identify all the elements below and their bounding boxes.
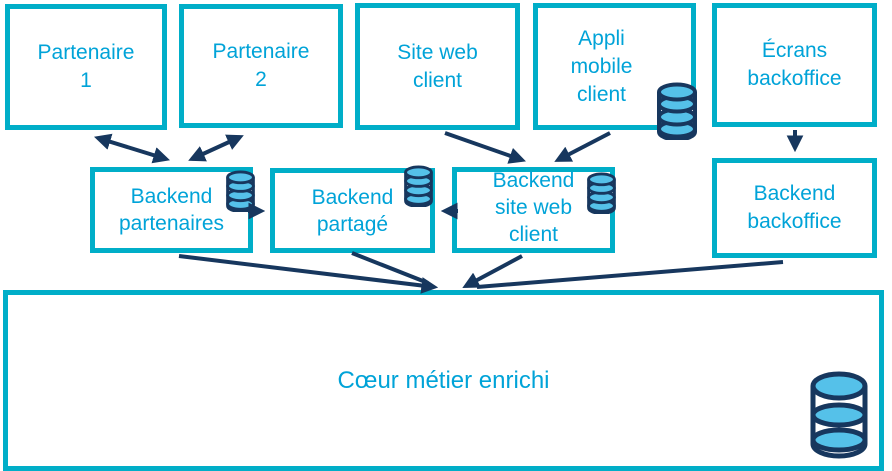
arrow-backend-partenaires-coeur — [178, 254, 439, 294]
arrow-backend-backoffice-coeur — [476, 260, 784, 289]
box-appli-mobile-client-label: Appli mobile client — [570, 26, 633, 106]
database-icon — [657, 82, 697, 140]
arrow-appli-backend-siteweb — [554, 131, 611, 162]
box-backend-partage: Backend partagé — [270, 168, 435, 253]
box-ecrans-backoffice-label: Écrans backoffice — [747, 39, 842, 90]
box-backend-partenaires-label: Backend partenaires — [118, 185, 225, 235]
box-partenaire-1: Partenaire 1 — [5, 4, 167, 130]
box-backend-backoffice-label: Backend backoffice — [747, 182, 842, 233]
database-icon — [404, 165, 433, 207]
box-coeur-metier-enrichi: Cœur métier enrichi — [3, 290, 884, 471]
box-backend-partage-label: Backend partagé — [311, 185, 394, 236]
database-icon — [226, 170, 255, 212]
box-partenaire-2-label: Partenaire 2 — [212, 40, 310, 91]
box-partenaire-2: Partenaire 2 — [179, 4, 343, 128]
box-backend-backoffice: Backend backoffice — [712, 158, 877, 258]
box-ecrans-backoffice: Écrans backoffice — [712, 3, 877, 127]
box-site-web-client-label: Site web client — [397, 40, 478, 92]
arrow-partenaire2-backend-partenaires — [188, 134, 244, 162]
arrow-partenaire1-backend-partenaires — [93, 133, 171, 164]
box-backend-site-web-client-label: Backend site web client — [492, 168, 575, 246]
box-backend-partenaires: Backend partenaires — [90, 167, 253, 253]
arrow-backend-siteweb-coeur — [462, 254, 523, 288]
database-icon-large — [804, 369, 874, 461]
box-site-web-client: Site web client — [355, 3, 520, 130]
arrow-backend-partage-coeur — [351, 251, 429, 285]
database-icon — [587, 172, 616, 214]
box-appli-mobile-client: Appli mobile client — [533, 3, 696, 130]
box-partenaire-1-label: Partenaire 1 — [37, 41, 135, 92]
box-coeur-metier-enrichi-label: Cœur métier enrichi — [337, 366, 550, 394]
arrow-siteweb-backend-siteweb — [444, 131, 526, 164]
